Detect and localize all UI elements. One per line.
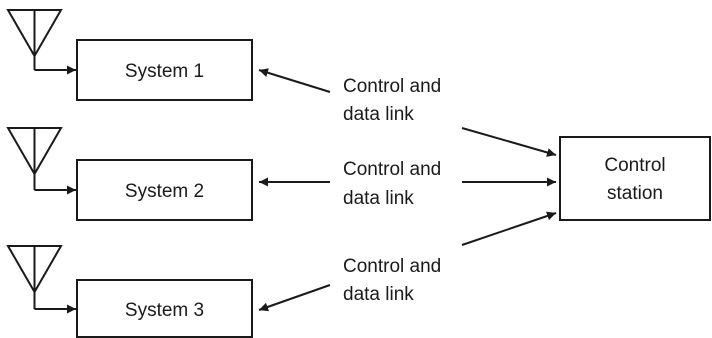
- link-2-group: Control and data link: [259, 159, 556, 209]
- system-1-box: [76, 39, 253, 101]
- system-1-group: System 1: [6, 9, 253, 101]
- control-station-label-line2: station: [607, 183, 663, 204]
- link-1-label-line2: data link: [343, 104, 414, 125]
- link-3-label-line1: Control and: [343, 256, 441, 277]
- control-station-group: Control station: [559, 136, 711, 221]
- control-station-label-line1: Control: [604, 155, 665, 176]
- link-2-label-line1: Control and: [343, 159, 441, 180]
- system-2-box: [76, 159, 253, 221]
- system-2-label: System 2: [125, 181, 204, 202]
- link-1-label-line1: Control and: [343, 76, 441, 97]
- link-3-label-line2: data link: [343, 284, 414, 305]
- system-1-label: System 1: [125, 61, 204, 82]
- system-3-box: [76, 279, 253, 338]
- link-3-arrow-to-system: [258, 284, 331, 312]
- link-3-arrow-to-station: [461, 211, 557, 246]
- antenna-icon: [6, 9, 63, 70]
- system-3-label: System 3: [125, 300, 204, 321]
- link-1-arrow-to-system: [258, 68, 331, 93]
- antenna-icon: [6, 245, 63, 309]
- system-3-group: System 3: [6, 245, 253, 338]
- system-2-group: System 2: [6, 127, 253, 221]
- antenna-icon: [6, 127, 63, 190]
- link-1-arrow-to-station: [461, 127, 557, 157]
- link-1-group: Control and data link: [258, 68, 557, 157]
- control-station-box: [559, 136, 711, 221]
- link-2-label-line2: data link: [343, 188, 414, 209]
- link-3-group: Control and data link: [258, 211, 557, 312]
